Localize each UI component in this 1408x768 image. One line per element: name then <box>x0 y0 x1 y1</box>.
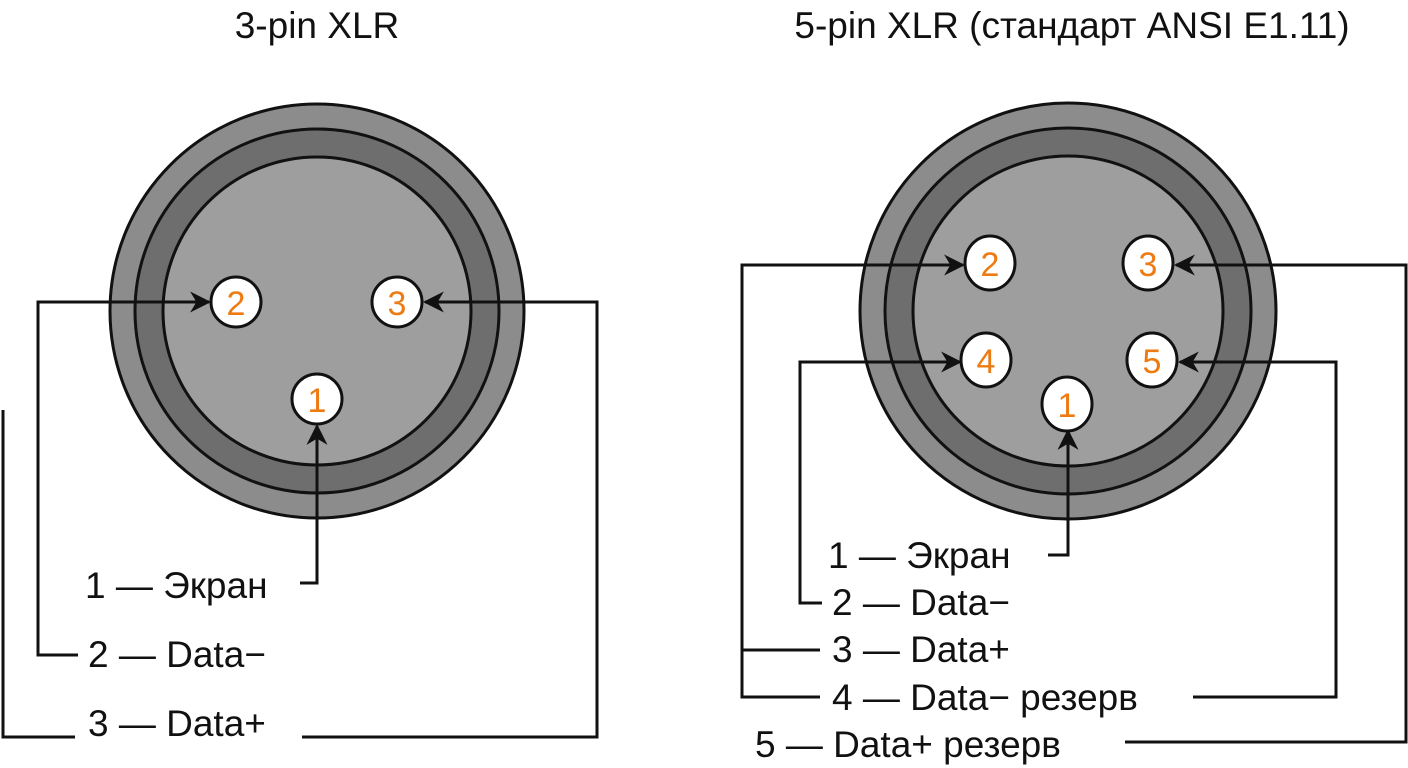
label-pin3: 3 — Data+ <box>88 703 266 744</box>
svg-text:2: 2 <box>981 246 1000 284</box>
pin-5: 5 <box>1125 331 1179 389</box>
label-pin3: 3 — Data+ <box>832 629 1010 670</box>
svg-text:1: 1 <box>308 382 327 420</box>
pin-2: 2 <box>963 234 1017 292</box>
svg-text:5: 5 <box>1143 343 1162 381</box>
wire-pin2 <box>36 291 212 657</box>
svg-text:2: 2 <box>227 285 246 323</box>
wire-pin4 <box>798 351 963 605</box>
connector-3pin: 3-pin XLR 2 3 1 1 — Экран 2 — Data− 3 — … <box>1 5 599 744</box>
wire-edge <box>1 410 75 739</box>
pin-3: 3 <box>1121 234 1175 292</box>
wire-pin1 <box>1048 428 1079 557</box>
label-pin2: 2 — Data− <box>88 634 266 675</box>
svg-text:3: 3 <box>1139 246 1158 284</box>
wire-pin3 <box>302 291 599 739</box>
pin-2: 2 <box>209 275 263 329</box>
wire-pin1 <box>300 423 328 585</box>
label-pin1: 1 — Экран <box>828 535 1011 576</box>
wire-pin5 <box>1177 351 1338 699</box>
title-5pin: 5-pin XLR (стандарт ANSI E1.11) <box>794 5 1349 46</box>
label-pin4: 4 — Data− резерв <box>832 677 1138 718</box>
label-pin5: 5 — Data+ резерв <box>755 724 1061 765</box>
svg-text:1: 1 <box>1058 387 1077 425</box>
label-pin1: 1 — Экран <box>85 565 268 606</box>
wire-pin2 <box>740 254 966 699</box>
pin-1: 1 <box>1040 375 1094 433</box>
title-3pin: 3-pin XLR <box>235 5 400 46</box>
pin-4: 4 <box>959 331 1013 389</box>
svg-text:3: 3 <box>388 285 407 323</box>
svg-text:4: 4 <box>977 343 996 381</box>
pin-1: 1 <box>290 372 344 426</box>
label-pin2: 2 — Data− <box>832 582 1010 623</box>
wire-pin3 <box>1125 254 1408 744</box>
pin-3: 3 <box>370 275 424 329</box>
connector-5pin: 5-pin XLR (стандарт ANSI E1.11) 2 3 4 5 … <box>740 5 1408 765</box>
